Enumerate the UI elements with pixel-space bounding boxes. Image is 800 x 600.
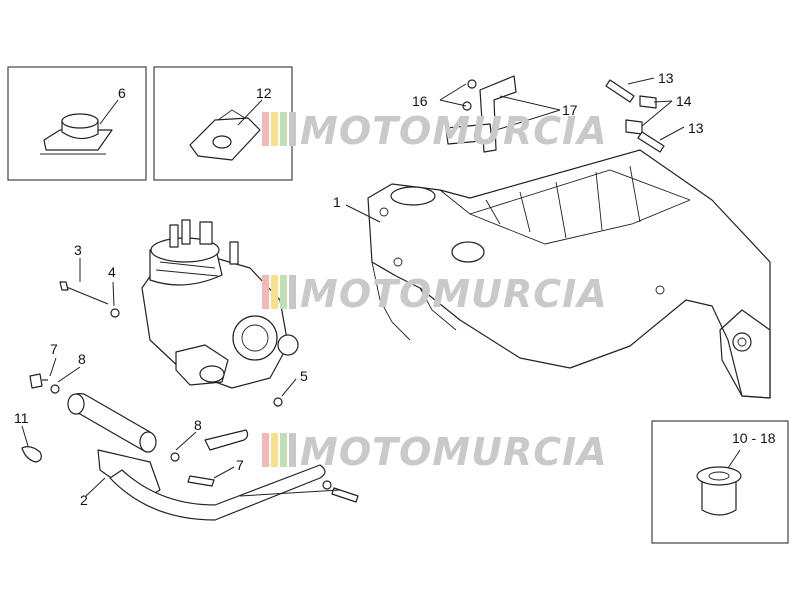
callout-12: 12 bbox=[256, 85, 272, 101]
engine-bracket-drawing bbox=[21, 393, 326, 521]
callout-4: 4 bbox=[108, 264, 116, 280]
watermark-bottom: MOTOMURCIA bbox=[262, 430, 608, 474]
callout-6: 6 bbox=[118, 85, 126, 101]
inset-box-part-10-18 bbox=[651, 420, 789, 544]
callout-5: 5 bbox=[300, 368, 308, 384]
callout-14: 14 bbox=[676, 93, 692, 109]
watermark-text: MOTOMURCIA bbox=[300, 272, 608, 316]
watermark-text: MOTOMURCIA bbox=[300, 109, 608, 153]
callout-labels: 1 2 3 4 5 6 7 7 8 8 10 - 18 11 12 13 13 … bbox=[14, 70, 776, 508]
callout-16: 16 bbox=[412, 93, 428, 109]
callout-3: 3 bbox=[74, 242, 82, 258]
watermark-top: MOTOMURCIA bbox=[262, 109, 608, 153]
callout-8-left: 8 bbox=[78, 351, 86, 367]
top-bracket-drawing bbox=[445, 75, 517, 153]
hardware-drawing bbox=[29, 281, 359, 503]
callout-11: 11 bbox=[14, 410, 29, 426]
callout-13-bottom: 13 bbox=[688, 120, 704, 136]
engine-drawing bbox=[141, 219, 299, 389]
callout-7-bottom: 7 bbox=[236, 457, 244, 473]
frame-drawing bbox=[367, 149, 771, 399]
inset-box-part-6 bbox=[7, 66, 147, 181]
callout-17: 17 bbox=[562, 102, 578, 118]
callout-7-left: 7 bbox=[50, 341, 58, 357]
callout-8-bottom: 8 bbox=[194, 417, 202, 433]
callout-10-18: 10 - 18 bbox=[732, 430, 776, 446]
pins-drawing bbox=[605, 79, 665, 153]
callout-2: 2 bbox=[80, 492, 88, 508]
watermark-middle: MOTOMURCIA bbox=[262, 272, 608, 316]
watermark-text: MOTOMURCIA bbox=[300, 430, 608, 474]
callout-1: 1 bbox=[333, 194, 341, 210]
leader-lines bbox=[21, 77, 685, 497]
callout-13-top: 13 bbox=[658, 70, 674, 86]
